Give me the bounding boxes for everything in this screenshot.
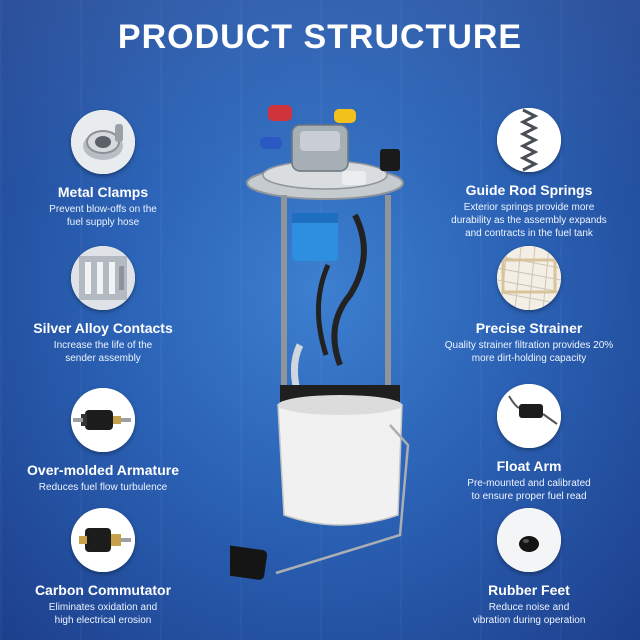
feature-rubber-feet: Rubber Feet Reduce noise and vibration d… [424, 508, 634, 627]
feature-silver-alloy-contacts: Silver Alloy Contacts Increase the life … [0, 246, 208, 365]
spring-icon [497, 108, 561, 172]
rubber-feet-icon [497, 508, 561, 572]
feature-title: Float Arm [496, 458, 562, 474]
silver-contacts-icon [71, 246, 135, 310]
feature-description: Reduces fuel flow turbulence [38, 482, 168, 493]
feature-precise-strainer: Precise Strainer Quality strainer filtra… [424, 246, 634, 365]
feature-title: Carbon Commutator [34, 582, 172, 598]
feature-carbon-commutator: Carbon Commutator Eliminates oxidation a… [0, 508, 208, 627]
strainer-icon [497, 246, 561, 310]
feature-title: Guide Rod Springs [465, 182, 593, 198]
armature-icon [71, 388, 135, 452]
commutator-icon [71, 508, 135, 572]
feature-description: Eliminates oxidation and high electrical… [48, 602, 158, 626]
feature-title: Rubber Feet [488, 582, 570, 598]
feature-description: Reduce noise and vibration during operat… [472, 602, 586, 626]
feature-description: Exterior springs provide more durability… [451, 202, 607, 239]
feature-title: Over-molded Armature [27, 462, 179, 478]
feature-metal-clamps: Metal Clamps Prevent blow-offs on the fu… [0, 110, 208, 229]
feature-title: Silver Alloy Contacts [33, 320, 173, 336]
fuel-pump-assembly-image [230, 105, 410, 580]
float-arm-icon [497, 384, 561, 448]
metal-clamp-icon [71, 110, 135, 174]
feature-description: Increase the life of the sender assembly [53, 340, 153, 364]
feature-guide-rod-springs: Guide Rod Springs Exterior springs provi… [424, 108, 634, 240]
feature-over-molded-armature: Over-molded Armature Reduces fuel flow t… [0, 388, 208, 494]
feature-description: Prevent blow-offs on the fuel supply hos… [49, 204, 157, 228]
feature-float-arm: Float Arm Pre-mounted and calibrated to … [424, 384, 634, 503]
feature-title: Metal Clamps [57, 184, 149, 200]
feature-title: Precise Strainer [475, 320, 583, 336]
feature-description: Pre-mounted and calibrated to ensure pro… [467, 478, 591, 502]
page-title: PRODUCT STRUCTURE [117, 18, 523, 56]
feature-description: Quality strainer filtration provides 20%… [444, 340, 614, 364]
